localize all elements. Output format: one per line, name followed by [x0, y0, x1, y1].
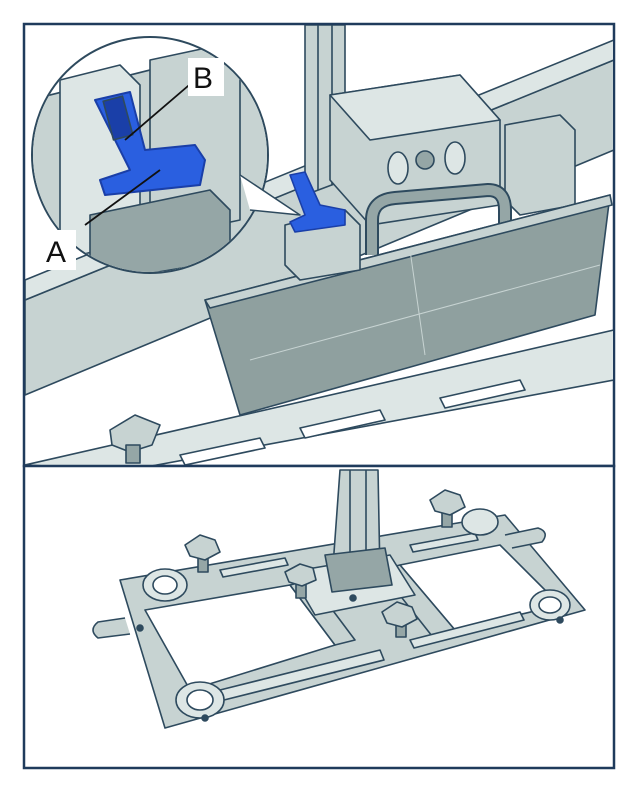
right-end-block — [504, 114, 576, 216]
wheel-front-left — [175, 681, 225, 719]
top-panel: B A — [22, 22, 616, 468]
end-handle-right — [504, 527, 546, 549]
callout-label-b: B — [193, 62, 213, 95]
wheel-back-left — [142, 568, 188, 602]
wing-knob-2 — [429, 489, 466, 528]
bottom-panel — [22, 464, 616, 770]
wheel-back-right — [461, 508, 499, 536]
housing-knob — [415, 150, 435, 170]
wing-knob-4 — [381, 601, 418, 638]
wing-knob-left — [109, 414, 161, 464]
leader-line-a — [84, 169, 161, 226]
base-rail — [25, 329, 613, 465]
latch-small — [289, 171, 346, 233]
leader-line-b — [124, 79, 196, 141]
wing-knob-3 — [284, 563, 317, 599]
wheel-front-right — [529, 589, 571, 621]
wing-knob-1 — [184, 534, 221, 573]
end-handle-left — [92, 617, 131, 639]
callout-label-a: A — [46, 236, 66, 269]
